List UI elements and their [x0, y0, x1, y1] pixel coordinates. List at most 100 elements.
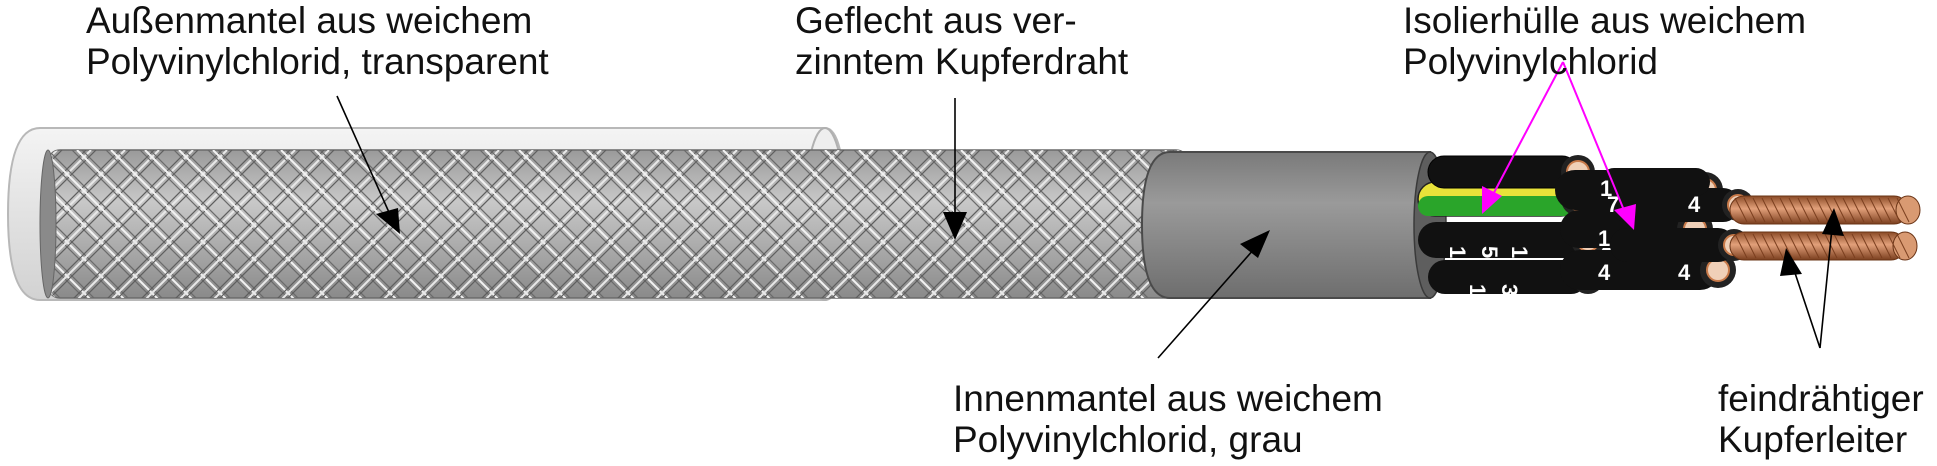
braid-strand — [48, 150, 92, 298]
braid-strand — [615, 150, 767, 298]
copper-strand — [1896, 233, 1910, 259]
pointer-arrows — [336, 61, 1844, 359]
braid-strand — [450, 150, 602, 298]
braid-strand — [557, 150, 709, 298]
braid-strand — [207, 150, 359, 298]
braid-strand — [790, 150, 942, 298]
core-number: 4 — [1688, 192, 1701, 217]
braid-strand — [48, 150, 121, 298]
copper-strand — [1779, 197, 1793, 223]
braid-strand — [722, 150, 874, 298]
braid-strand — [926, 150, 1078, 298]
copper-strand — [1743, 197, 1757, 223]
label-line: Kupferleiter — [1718, 419, 1908, 460]
braid-strand — [81, 150, 233, 298]
core-number: 1 — [1598, 226, 1610, 251]
braid-strand — [921, 150, 1073, 298]
braid-strand — [144, 150, 296, 298]
braid-strand — [217, 150, 369, 298]
label-line: Isolierhülle aus weichem — [1403, 0, 1807, 41]
braid-strand — [887, 150, 1039, 298]
arrow-insulation-left — [1487, 61, 1564, 205]
braid-strand — [1062, 150, 1188, 298]
braid-strand — [795, 150, 947, 298]
label-line: Geflecht aus ver- — [795, 0, 1077, 41]
copper-strand — [1860, 233, 1874, 259]
braid-strand — [620, 150, 772, 298]
braid-strand — [309, 150, 461, 298]
braid-strand — [853, 150, 1005, 298]
copper-strand — [1869, 197, 1883, 223]
copper-strand — [1770, 233, 1784, 259]
arrowhead-inner-jacket — [1240, 230, 1270, 258]
braid-strand — [479, 150, 631, 298]
braid-strand — [387, 150, 539, 298]
label-inner-jacket: Innenmantel aus weichem Polyvinylchlorid… — [953, 378, 1383, 460]
braid-strand — [455, 150, 607, 298]
copper-strand — [1815, 233, 1829, 259]
copper-strand — [1806, 197, 1820, 223]
braid-strand — [591, 150, 743, 298]
braid-strand — [858, 150, 1010, 298]
braid-strand — [654, 150, 806, 298]
label-line: Polyvinylchlorid — [1403, 41, 1658, 82]
arrow-insulation-right — [1562, 61, 1629, 221]
braid-strand — [897, 150, 1049, 298]
braid-strand — [756, 150, 908, 298]
braid-strand — [48, 150, 121, 298]
braid-strand — [48, 150, 87, 298]
core-number: 1 — [1445, 246, 1470, 258]
arrowhead-conductor-lower — [1780, 248, 1802, 276]
braid-strand — [343, 150, 495, 298]
label-outer-jacket: Außenmantel aus weichem Polyvinylchlorid… — [86, 0, 549, 82]
copper-strand — [1842, 197, 1856, 223]
braid-strand — [178, 150, 330, 298]
braid-strand — [48, 150, 199, 298]
braid-strand — [280, 150, 432, 298]
braid-strand — [48, 150, 155, 298]
core-number: 1 — [1507, 246, 1532, 258]
braid-strand — [659, 150, 811, 298]
braid-strand — [586, 150, 738, 298]
arrowhead-outer-jacket — [376, 208, 400, 234]
braid-strand — [348, 150, 500, 298]
braid-strand — [241, 150, 393, 298]
braid-strand — [139, 150, 291, 298]
copper-strand — [1833, 233, 1847, 259]
braid-strand — [683, 150, 835, 298]
arrowhead-braid — [943, 212, 967, 240]
braid-strand — [965, 150, 1117, 298]
braid-strand — [48, 150, 165, 298]
braid-strand — [489, 150, 641, 298]
braid-strand — [377, 150, 529, 298]
braid-strand — [649, 150, 801, 298]
copper-strand — [1878, 197, 1892, 223]
copper-conductors — [1729, 195, 1921, 261]
copper-conductor-upper — [1729, 195, 1921, 225]
braid-strand — [955, 150, 1107, 298]
braid-strand — [183, 150, 335, 298]
braid-strand — [411, 150, 563, 298]
arrow-inner-jacket — [1157, 239, 1263, 359]
braid-strand — [416, 150, 568, 298]
braid-strand — [48, 150, 194, 298]
braid-strand — [693, 150, 845, 298]
label-line: Außenmantel aus weichem — [86, 0, 533, 41]
copper-strand — [1887, 197, 1901, 223]
braid-strand — [785, 150, 937, 298]
copper-strand — [1815, 197, 1829, 223]
braid-strand — [173, 150, 325, 298]
braid-strand — [994, 150, 1146, 298]
braid-strand — [518, 150, 670, 298]
braid-strand — [212, 150, 364, 298]
label-line: Polyvinylchlorid, transparent — [86, 41, 549, 82]
arrow-outer-jacket — [336, 95, 397, 229]
braid-strand — [863, 150, 1015, 298]
copper-strand — [1761, 233, 1775, 259]
braid-strand — [761, 150, 913, 298]
braid-shield — [39, 149, 1189, 299]
braid-strand — [48, 150, 160, 298]
copper-strand — [1734, 233, 1748, 259]
